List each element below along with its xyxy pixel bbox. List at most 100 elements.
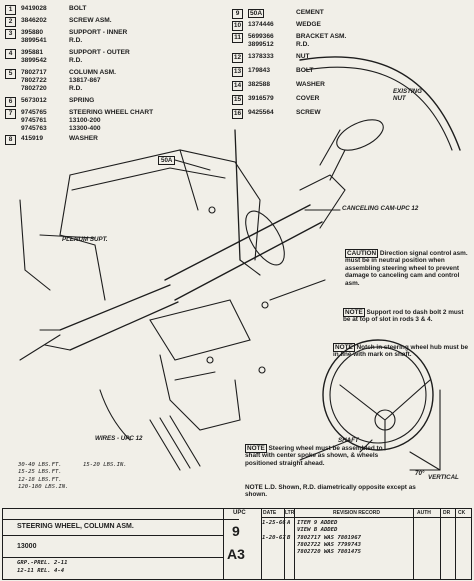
note-tag: NOTE bbox=[343, 308, 365, 317]
note-tag: NOTE bbox=[245, 444, 267, 453]
part-number: 9425564 bbox=[248, 109, 274, 116]
vertical-label: VERTICAL bbox=[428, 474, 459, 481]
item-number-badge: 5 bbox=[5, 69, 16, 79]
revision-text: 7802717 WAS 7801967 bbox=[297, 535, 361, 541]
plenum-support-label: PLENUM SUPT. bbox=[62, 236, 108, 243]
note-text: Steering wheel must be assembled to shaf… bbox=[245, 445, 383, 467]
item-number-badge: 11 bbox=[232, 33, 243, 43]
revision-record-header: REVISION RECORD bbox=[333, 510, 380, 516]
part-variant: R.D. bbox=[296, 41, 310, 48]
support-rod-note: NOTE Support rod to dash bolt 2 must be … bbox=[343, 308, 471, 341]
item-number-badge: 7 bbox=[5, 109, 16, 119]
part-description: SUPPORT - OUTER bbox=[69, 49, 130, 56]
part-number-rd: 7802720 bbox=[21, 85, 47, 92]
drawing-title: STEERING WHEEL, COLUMN ASM. bbox=[17, 523, 134, 530]
revision-date: 1-25-66 bbox=[262, 520, 286, 526]
part-number: 3846202 bbox=[21, 17, 47, 24]
wires-label: WIRES - UPC 12 bbox=[95, 435, 143, 442]
part-number: 7802717 bbox=[21, 69, 47, 76]
part-number: 50A bbox=[248, 9, 265, 19]
existing-nut-label: EXISTING NUT bbox=[393, 88, 422, 102]
revision-date: 1-20-67 bbox=[262, 535, 286, 541]
cement-callout: 50A bbox=[158, 156, 176, 165]
notch-note: NOTE Notch in steering wheel hub must be… bbox=[333, 343, 471, 372]
part-number-alt: 9745763 bbox=[21, 125, 47, 132]
item-number-badge: 2 bbox=[5, 17, 16, 27]
part-number: 395881 bbox=[21, 49, 44, 56]
revision-text: ITEM 9 ADDED bbox=[297, 520, 338, 526]
caution-tag: CAUTION bbox=[345, 249, 379, 258]
part-description: SPRING bbox=[69, 97, 95, 104]
item-number-badge: 10 bbox=[232, 21, 243, 31]
part-description: WASHER bbox=[296, 81, 325, 88]
part-variant: 13100-200 bbox=[69, 117, 101, 124]
torque-4: 15-20 LBS.IN. bbox=[83, 462, 127, 468]
ck-header: CK bbox=[458, 510, 466, 516]
item-number-badge: 16 bbox=[232, 109, 243, 119]
revision-text: 7802722 WAS 7799743 bbox=[297, 542, 361, 548]
wheel-assembly-note: NOTE Steering wheel must be assembled to… bbox=[245, 444, 395, 483]
part-description: CEMENT bbox=[296, 9, 324, 16]
item-number-badge: 13 bbox=[232, 67, 243, 77]
part-description: NUT bbox=[296, 53, 310, 60]
torque-1: 30-40 LBS.FT. bbox=[18, 462, 62, 468]
part-description: BOLT bbox=[69, 5, 87, 12]
part-number-alt: 9745761 bbox=[21, 117, 47, 124]
part-number: 5699366 bbox=[248, 33, 274, 40]
part-description: SCREW bbox=[296, 109, 321, 116]
part-number: 179843 bbox=[248, 67, 271, 74]
caution-text: Direction signal control asm. must be in… bbox=[345, 250, 468, 287]
caution-note: CAUTION Direction signal control asm. mu… bbox=[345, 249, 470, 305]
item-number-badge: 8 bbox=[5, 135, 16, 145]
part-number: 9745765 bbox=[21, 109, 47, 116]
torque-legend: 30-40 LBS.FT. 15-25 LBS.FT. 12-18 LBS.FT… bbox=[18, 462, 148, 502]
title-block: UPC STEERING WHEEL, COLUMN ASM. 9 A3 130… bbox=[2, 508, 472, 580]
part-variant: R.D. bbox=[69, 37, 83, 44]
drawing-number: 13000 bbox=[17, 543, 37, 550]
part-description: WASHER bbox=[69, 135, 98, 142]
part-number: 395880 bbox=[21, 29, 44, 36]
revision-letter: A bbox=[287, 520, 291, 526]
part-number-rd: 3899542 bbox=[21, 57, 47, 64]
sheet-id: A3 bbox=[227, 546, 245, 562]
part-description: SCREW ASM. bbox=[69, 17, 112, 24]
canceling-cam-label: CANCELING CAM-UPC 12 bbox=[342, 205, 419, 212]
part-number-rd: 3899512 bbox=[248, 41, 274, 48]
revision-text: VIEW B ADDED bbox=[297, 527, 338, 533]
angle-label: 70° bbox=[415, 470, 425, 477]
part-description: BOLT bbox=[296, 67, 314, 74]
part-number: 1378333 bbox=[248, 53, 274, 60]
ld-rd-note: NOTE L.D. Shown, R.D. diametrically oppo… bbox=[245, 484, 416, 499]
note-tag: NOTE bbox=[333, 343, 355, 352]
part-variant: R.D. bbox=[69, 57, 83, 64]
dr-header: DR bbox=[443, 510, 451, 516]
note-text: Support rod to dash bolt 2 must be at to… bbox=[343, 309, 464, 324]
revision-text: 7802720 WAS 7801475 bbox=[297, 549, 361, 555]
part-number: 3916579 bbox=[248, 95, 274, 102]
auth-header: AUTH bbox=[417, 510, 431, 516]
part-description: STEERING WHEEL CHART bbox=[69, 109, 154, 116]
item-number-badge: 1 bbox=[5, 5, 16, 15]
note-text: Notch in steering wheel hub must be in l… bbox=[333, 344, 469, 359]
part-number: 382588 bbox=[248, 81, 271, 88]
torque-3: 12-18 LBS.FT. bbox=[18, 476, 62, 483]
part-variant: 13817-867 bbox=[69, 77, 101, 84]
group-note: GRP.-PREL. 2-11 bbox=[17, 560, 68, 566]
item-number-badge: 12 bbox=[232, 53, 243, 63]
torque-5: 120-180 LBS.IN. bbox=[18, 484, 69, 491]
part-number-rd: 3899541 bbox=[21, 37, 47, 44]
upc-header: UPC bbox=[233, 510, 246, 516]
item-number-badge: 3 bbox=[5, 29, 16, 39]
part-variant: R.D. bbox=[69, 85, 83, 92]
part-description: COLUMN ASM. bbox=[69, 69, 117, 76]
revision-letter: B bbox=[287, 535, 291, 541]
part-number: 1374446 bbox=[248, 21, 274, 28]
item-number-badge: 6 bbox=[5, 97, 16, 107]
release-note: 12-11 REL. 4-4 bbox=[17, 568, 65, 574]
item-number-badge: 4 bbox=[5, 49, 16, 59]
upc-number: 9 bbox=[232, 523, 240, 539]
part-description: SUPPORT - INNER bbox=[69, 29, 128, 36]
date-header: DATE bbox=[263, 510, 277, 516]
part-description: COVER bbox=[296, 95, 320, 102]
